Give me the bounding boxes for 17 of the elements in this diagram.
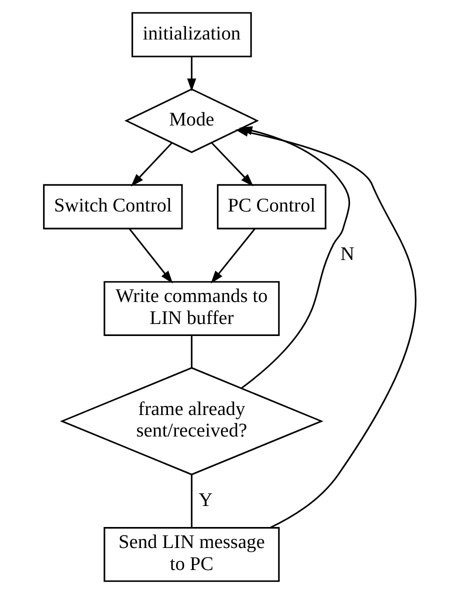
- edge-label: Y: [198, 490, 212, 511]
- node-box: initialization: [131, 12, 252, 58]
- arrow: [210, 142, 253, 186]
- edge-label: N: [340, 244, 354, 265]
- connector: [190, 474, 192, 528]
- node-box: Write commands to LIN buffer: [103, 281, 280, 336]
- arrow: [210, 228, 255, 284]
- node-box: PC Control: [216, 184, 326, 230]
- node-diamond: frame already sent/received?: [59, 367, 323, 476]
- arrow: [186, 56, 196, 92]
- arrow: [234, 128, 416, 528]
- connector: [190, 335, 192, 368]
- arrow: [128, 228, 172, 284]
- node-box: Switch Control: [42, 184, 182, 230]
- node-diamond: Mode: [124, 88, 258, 154]
- arrow: [130, 142, 172, 186]
- node-box: Send LIN message to PC: [103, 527, 280, 582]
